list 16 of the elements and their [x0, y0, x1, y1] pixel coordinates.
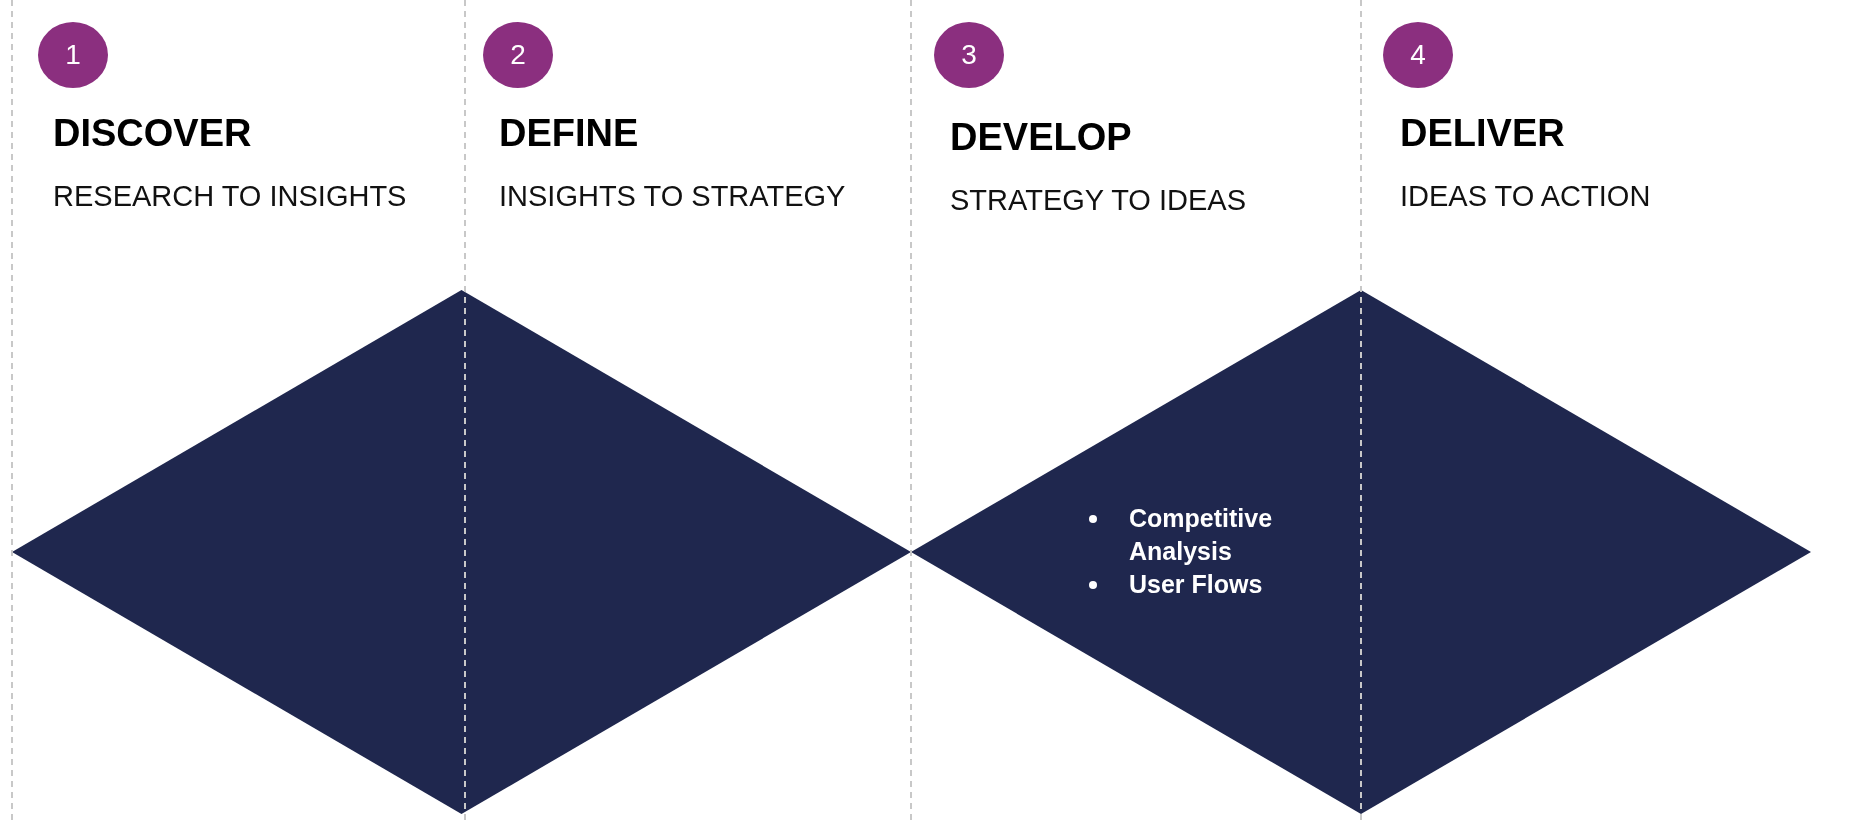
phase-subtitle: STRATEGY TO IDEAS: [950, 184, 1246, 217]
phase-title: DEFINE: [499, 112, 639, 155]
phase-subtitle: INSIGHTS TO STRATEGY: [499, 180, 846, 213]
step-number-badge: 2: [483, 22, 553, 88]
phase-title: DELIVER: [1400, 112, 1565, 155]
diamond-shape: [911, 290, 1811, 814]
bullet-item: Competitive Analysis: [1129, 504, 1273, 565]
phase-subtitle: IDEAS TO ACTION: [1400, 180, 1651, 213]
step-number-badge: 3: [934, 22, 1004, 88]
bullet-item: User Flows: [1129, 570, 1263, 598]
diamond-shape: [12, 290, 911, 814]
phase-title: DISCOVER: [53, 112, 252, 155]
step-number-badge: 4: [1383, 22, 1453, 88]
phase-title: DEVELOP: [950, 116, 1132, 159]
step-number-badge: 1: [38, 22, 108, 88]
phase-subtitle: RESEARCH TO INSIGHTS: [53, 180, 407, 213]
